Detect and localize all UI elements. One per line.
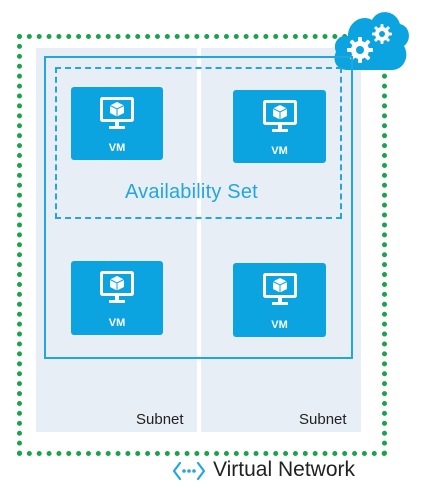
monitor-cube-icon: [100, 97, 134, 129]
vm-tile-4: VM: [233, 263, 326, 337]
vm-label: VM: [108, 142, 126, 154]
vm-tile-3: VM: [71, 261, 163, 335]
monitor-cube-icon: [100, 271, 134, 303]
vnet-icon: [172, 461, 206, 481]
monitor-cube-icon: [262, 273, 297, 305]
vm-tile-1: VM: [71, 87, 163, 160]
availability-set-box: [55, 67, 342, 219]
monitor-cube-icon: [262, 100, 297, 132]
subnet-label-right: Subnet: [299, 411, 347, 428]
virtual-network-boundary: [17, 34, 387, 456]
virtual-network-label: Virtual Network: [213, 458, 355, 481]
vm-label: VM: [271, 319, 288, 331]
vm-tile-2: VM: [233, 90, 326, 163]
vm-label: VM: [108, 317, 126, 329]
cloud-gear-icon: [334, 12, 409, 70]
subnet-group-box: [44, 56, 353, 359]
availability-set-label: Availability Set: [125, 181, 258, 203]
vm-label: VM: [271, 145, 288, 157]
subnet-label-left: Subnet: [136, 411, 184, 428]
